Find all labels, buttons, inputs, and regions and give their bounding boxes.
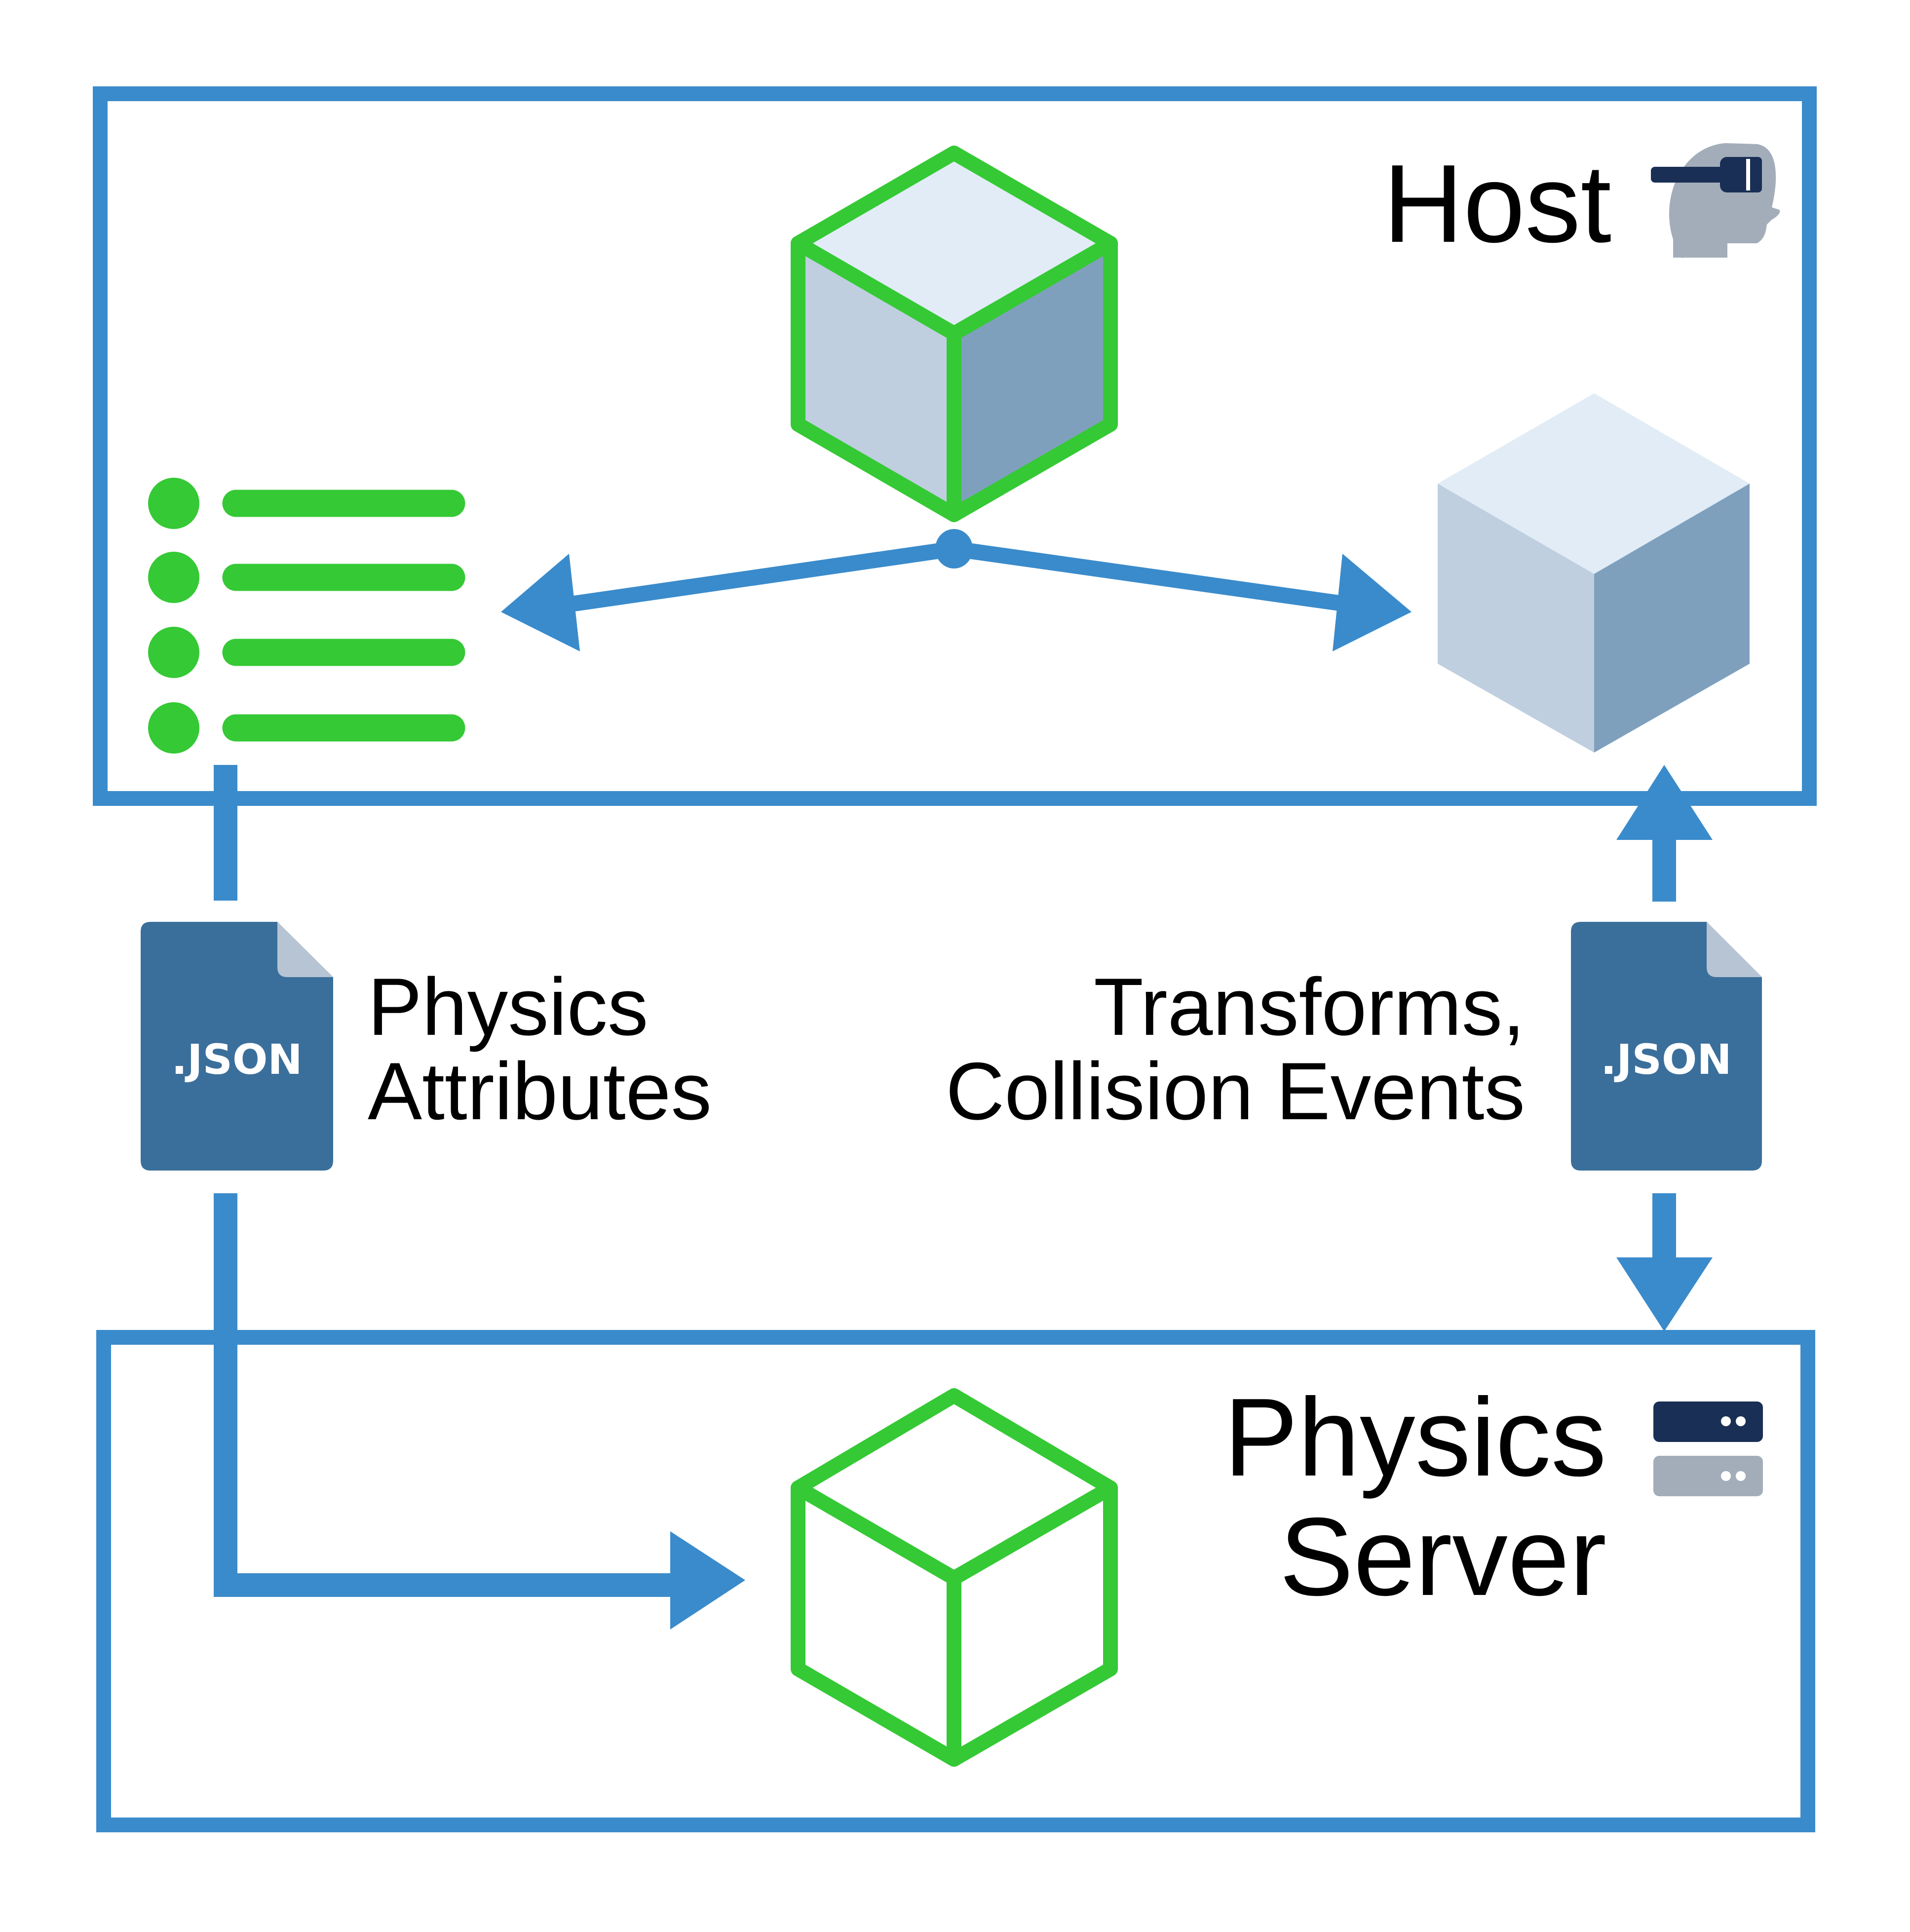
split-arrows: [501, 529, 1412, 651]
left-connector-overlay: [214, 1327, 237, 1352]
server-title-line2: Server: [1279, 1494, 1606, 1619]
physics-server-frame: [96, 1330, 1815, 1832]
host-title: Host: [1383, 141, 1611, 265]
rigid-body-cube-selected: [791, 146, 1118, 522]
server-icon: [1653, 1402, 1763, 1496]
left-json-badge: .JSON: [171, 1035, 302, 1084]
right-json-file-icon: [1571, 922, 1762, 1171]
vr-headset-icon: [1651, 143, 1780, 259]
physics-body-wireframe-cube: [791, 1388, 1118, 1767]
right-caption-line1: Transforms,: [1094, 961, 1525, 1052]
left-connector-upper: [214, 765, 237, 901]
left-connector-lower: [214, 1193, 745, 1629]
right-connector-up-arrow: [1616, 765, 1713, 902]
right-caption-line2: Collision Events: [946, 1046, 1525, 1136]
attribute-list-icon: [148, 478, 465, 754]
right-connector-down-arrow: [1616, 1193, 1713, 1331]
server-title-line1: Physics: [1224, 1375, 1606, 1499]
left-caption-line1: Physics: [368, 961, 648, 1052]
host-frame: [93, 86, 1817, 806]
left-json-file-icon: [141, 922, 333, 1171]
rendered-cube: [1438, 393, 1750, 753]
right-json-badge: .JSON: [1601, 1035, 1731, 1084]
left-caption-line2: Attributes: [368, 1046, 712, 1136]
